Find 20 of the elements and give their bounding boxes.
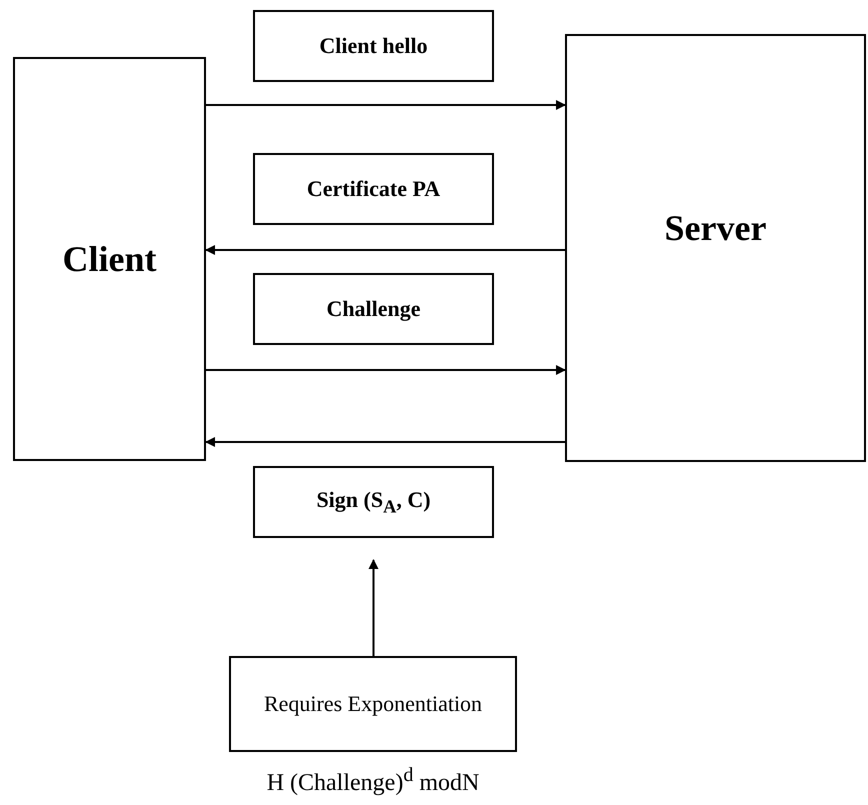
box-label: Certificate PA: [306, 176, 440, 202]
box-label: Sign (S$_{A}$, C): [316, 486, 431, 518]
message-box: [253, 466, 494, 538]
arrow: [206, 365, 566, 375]
entity-label: Server: [664, 207, 766, 249]
process-box: [229, 656, 517, 752]
box-label: Client hello: [319, 33, 428, 59]
arrow: [368, 559, 378, 656]
entity-box: [13, 57, 206, 461]
message-box: [253, 10, 494, 82]
entity-box: [565, 34, 866, 462]
box-label: Challenge: [326, 296, 421, 322]
formula-text: H (Challenge)$^{d}$ modN: [266, 764, 480, 797]
box-label: Requires Exponentiation: [264, 691, 482, 717]
message-box: [253, 153, 494, 225]
entity-label: Client: [62, 238, 156, 280]
message-box: [253, 273, 494, 345]
arrow: [205, 437, 565, 447]
arrow: [206, 100, 566, 110]
arrow: [205, 245, 565, 255]
